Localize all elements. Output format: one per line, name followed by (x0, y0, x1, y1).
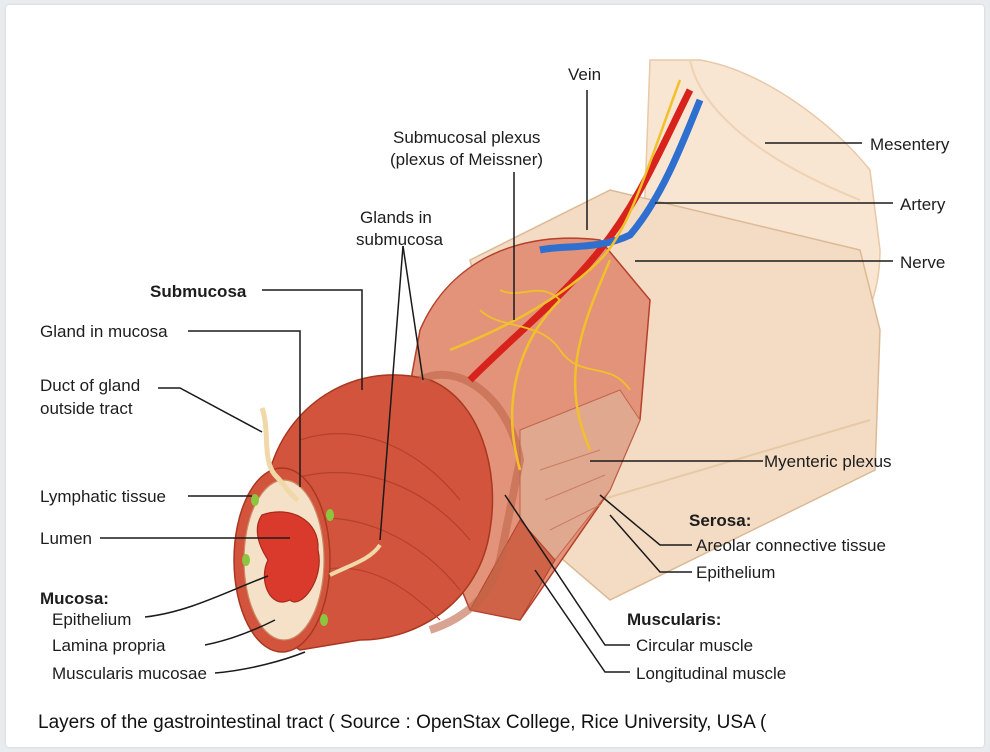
label-glands-in-submucosa-2: submucosa (356, 230, 443, 249)
label-lamina-propria: Lamina propria (52, 636, 166, 655)
lumen-shape (257, 512, 319, 602)
label-circular-muscle: Circular muscle (636, 636, 753, 655)
label-lymphatic-tissue: Lymphatic tissue (40, 487, 166, 506)
label-submucosal-plexus-2: (plexus of Meissner) (390, 150, 543, 169)
label-serosa-epithelium: Epithelium (696, 563, 775, 582)
label-mucosa-epithelium: Epithelium (52, 610, 131, 629)
label-muscularis-heading: Muscularis: (627, 610, 721, 629)
label-nerve: Nerve (900, 253, 945, 272)
label-gland-in-mucosa: Gland in mucosa (40, 322, 168, 341)
label-artery: Artery (900, 195, 946, 214)
lymph-node (251, 494, 259, 506)
label-duct-2: outside tract (40, 399, 133, 418)
label-longitudinal-muscle: Longitudinal muscle (636, 664, 786, 683)
label-submucosa: Submucosa (150, 282, 247, 301)
label-muscularis-mucosae: Muscularis mucosae (52, 664, 207, 683)
label-areolar: Areolar connective tissue (696, 536, 886, 555)
label-vein: Vein (568, 65, 601, 84)
label-submucosal-plexus-1: Submucosal plexus (393, 128, 540, 147)
label-duct-1: Duct of gland (40, 376, 140, 395)
figure-caption: Layers of the gastrointestinal tract ( S… (38, 712, 766, 734)
label-mesentery: Mesentery (870, 135, 950, 154)
label-lumen: Lumen (40, 529, 92, 548)
label-serosa-heading: Serosa: (689, 511, 751, 530)
label-mucosa-heading: Mucosa: (40, 589, 109, 608)
label-glands-in-submucosa-1: Glands in (360, 208, 432, 227)
label-myenteric-plexus: Myenteric plexus (764, 452, 892, 471)
